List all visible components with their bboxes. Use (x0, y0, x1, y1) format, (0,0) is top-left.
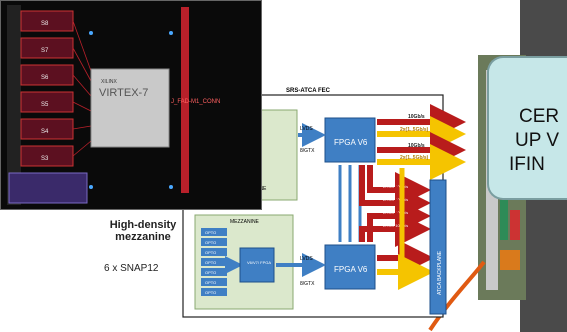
opto-label: OPTO (205, 290, 216, 295)
bottom-mezzanine-label: MEZZANINE (230, 219, 260, 225)
pcb-drawing: S8 S7 S6 S5 S4 S3 XILINX VIRTEX-7 J_FAD-… (1, 1, 261, 209)
snap-count-label: 6 x SNAP12 (104, 263, 158, 274)
fec-title: SRS-ATCA FEC (286, 88, 331, 94)
v-fpga (240, 248, 274, 282)
opto-label: OPTO (205, 250, 216, 255)
link-10g-label-1: 10Gb/s (408, 114, 425, 120)
lvds-label-top: LVDS (300, 126, 313, 132)
opto-label: OPTO (205, 230, 216, 235)
opto-label: OPTO (205, 280, 216, 285)
atca-backplane-label: ATCA BACKPLANE (437, 250, 443, 295)
gtx-label-bottom: 8/GTX (300, 281, 315, 287)
snap-label: S5 (41, 102, 49, 108)
snap-label: S3 (41, 156, 49, 162)
lvds-label-bottom: LVDS (300, 256, 313, 262)
pcb-layout: S8 S7 S6 S5 S4 S3 XILINX VIRTEX-7 J_FAD-… (0, 0, 262, 210)
link-10g-label-2: 10Gb/s (408, 143, 425, 149)
opto-label: OPTO (205, 270, 216, 275)
opto-stack: OPTO OPTO OPTO OPTO OPTO OPTO OPTO (201, 228, 227, 296)
bubble-line: CER (519, 106, 559, 128)
opto-label: OPTO (205, 260, 216, 265)
snap-label: S8 (41, 21, 49, 27)
pcb-bottom-block (9, 173, 87, 203)
connector-label: J_FAD-M1_CONN (171, 99, 220, 105)
mezzanine-title: High-density mezzanine (98, 219, 188, 243)
link-2x-label-2: 2x(1..5Gb/s) (400, 155, 429, 161)
v-fpga-label: V6/V7/ FPGA (247, 260, 271, 265)
bubble-line: IFIN (509, 154, 545, 176)
bubble-line: UP V (515, 130, 559, 152)
fpga-top-label: FPGA V6 (334, 138, 368, 147)
link-2x-label-1: 2x(1..5Gb/s) (400, 127, 429, 133)
chip-brand: XILINX (101, 79, 118, 85)
chip-label: VIRTEX-7 (99, 87, 148, 99)
gtx-label-top: 8/GTX (300, 148, 315, 154)
snap-label: S7 (41, 48, 49, 54)
callout-bubble: CER UP V IFIN (487, 56, 567, 200)
opto-label: OPTO (205, 240, 216, 245)
snap-label: S6 (41, 75, 49, 81)
fpga-bottom-label: FPGA V6 (334, 265, 368, 274)
snap-label: S4 (41, 129, 49, 135)
